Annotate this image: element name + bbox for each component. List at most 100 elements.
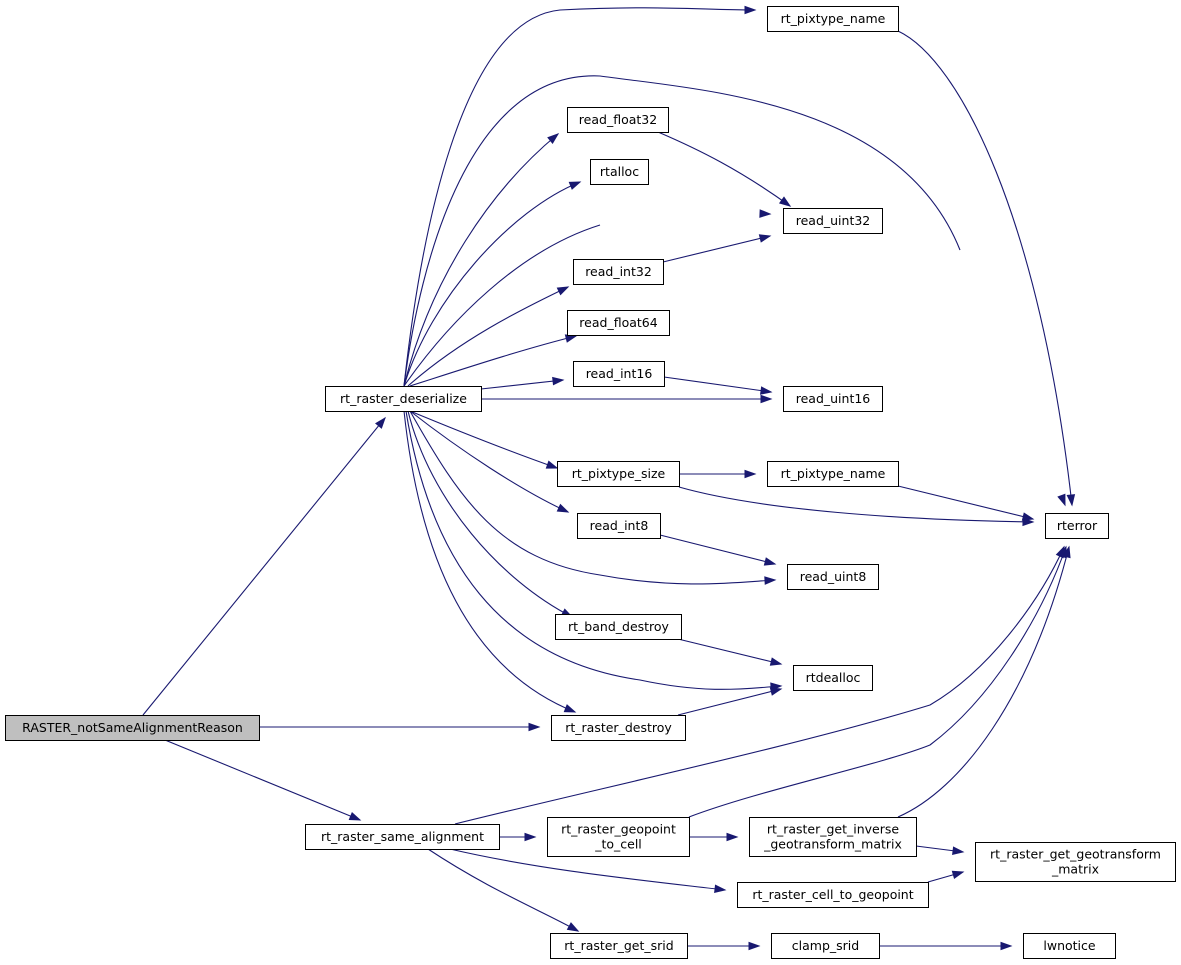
edge-line [662,235,771,263]
arrowhead-icon [759,209,772,218]
edge-line [427,848,579,932]
edge-line [407,410,573,618]
edge-line [405,410,782,690]
node-samealign[interactable]: rt_raster_same_alignment [305,824,500,850]
node-box [1023,933,1116,959]
edge-line [897,485,1034,520]
edge-int8-to-uint8 [659,534,777,566]
edge-line [449,848,726,891]
node-getsrid[interactable]: rt_raster_get_srid [550,933,688,959]
node-box [305,824,500,850]
node-box [767,461,899,487]
node-box [577,513,661,539]
node-label: rt_raster_same_alignment [321,829,484,844]
arrowhead-icon [524,832,537,842]
node-int16[interactable]: read_int16 [573,361,665,387]
edge-deserialize-to-rasterdestroy [403,410,577,713]
node-lwnotice[interactable]: lwnotice [1023,933,1116,959]
node-rtalloc[interactable]: rtalloc [590,159,649,185]
arrowhead-icon [1057,493,1066,507]
edge-deserialize-to-int16 [480,376,565,390]
node-invgeo[interactable]: rt_raster_get_inverse_geotransform_matri… [749,817,917,857]
node-label: rtdealloc [806,670,861,685]
arrowhead-icon [1021,512,1035,521]
edge-float32-to-uint32 [657,131,792,207]
edge-samealign-to-rterror [454,545,1065,825]
node-uint16[interactable]: read_uint16 [783,386,883,412]
edge-line [164,739,361,821]
edge-deserialize-to-pixname1 [403,5,757,387]
node-box [737,882,929,908]
edge-root-to-deserialize [142,416,386,716]
arrowhead-icon [545,460,559,469]
edge-deserialize-to-rtdealloc [405,410,783,691]
node-getgeo[interactable]: rt_raster_get_geotransform_matrix [975,842,1176,882]
node-rterror[interactable]: rterror [1045,513,1109,539]
node-label: read_uint16 [796,391,871,406]
node-pixname2[interactable]: rt_pixtype_name [767,461,899,487]
edge-pixsize-to-pixname2 [679,469,757,479]
node-clampsrid[interactable]: clamp_srid [771,933,880,959]
arrowhead-icon [744,5,757,15]
node-label: rt_raster_get_geotransform [990,847,1161,862]
node-banddestroy[interactable]: rt_band_destroy [555,614,682,640]
node-box [325,386,482,412]
arrowhead-icon [566,922,580,932]
node-label: read_int32 [585,264,652,279]
arrowhead-icon [1066,494,1076,507]
node-box [555,614,682,640]
edge-deserialize-to-int8 [409,410,570,513]
node-pixname1[interactable]: rt_pixtype_name [767,6,899,32]
node-box [547,817,690,857]
node-label: rt_raster_destroy [565,720,672,735]
edge-line [403,224,601,387]
node-label: lwnotice [1043,938,1096,953]
node-box [5,715,260,741]
node-cell2geo[interactable]: rt_raster_cell_to_geopoint [737,882,929,908]
arrowhead-icon [760,394,773,404]
node-box [787,564,879,590]
node-rasterdestroy[interactable]: rt_raster_destroy [551,715,686,741]
edge-root-to-samealign [164,739,362,821]
node-int32[interactable]: read_int32 [573,259,664,285]
edge-getsrid-to-clampsrid [687,941,761,951]
edge-line [678,486,1034,523]
arrowhead-icon [547,133,560,145]
arrowhead-icon [556,286,570,296]
node-int8[interactable]: read_int8 [577,513,661,539]
node-box [557,461,680,487]
node-label: read_uint32 [796,213,871,228]
node-label: rt_pixtype_name [781,466,886,481]
edge-pixname1-to-rterror [897,30,1076,507]
arrowhead-icon [714,884,727,894]
node-label: clamp_srid [792,938,859,953]
node-label: read_float32 [579,112,657,127]
node-pixsize[interactable]: rt_pixtype_size [557,461,680,487]
node-label: read_int8 [590,518,649,533]
node-box [573,259,664,285]
edge-pixname2-to-rterror [897,485,1035,521]
node-uint8[interactable]: read_uint8 [787,564,879,590]
edge-deserialize-to-banddestroy [407,410,574,618]
node-box [567,310,670,336]
edge-samealign-to-geopoint2cell [499,832,537,842]
arrowhead-icon [748,941,761,951]
node-float32[interactable]: read_float32 [567,107,669,133]
edge-line [142,417,386,716]
node-root[interactable]: RASTER_notSameAlignmentReason [5,715,260,741]
edge-samealign-to-getsrid [427,848,580,932]
node-rtdealloc[interactable]: rtdealloc [793,665,873,691]
node-deserialize[interactable]: rt_raster_deserialize [325,386,482,412]
node-uint32[interactable]: read_uint32 [783,208,883,234]
arrowhead-icon [1000,941,1013,951]
edge-deserialize-to-pixsize [409,410,559,469]
node-label: read_float64 [579,315,657,330]
edge-int16-to-uint16 [663,376,773,395]
node-float64[interactable]: read_float64 [567,310,670,336]
arrowhead-icon [563,704,577,713]
arrowhead-icon [763,557,777,566]
node-geopoint2cell[interactable]: rt_raster_geopoint_to_cell [547,817,690,857]
edge-deserialize-to-uint8 [409,410,777,585]
edge-root-to-rasterdestroy [259,722,541,732]
edge-line [677,638,782,665]
